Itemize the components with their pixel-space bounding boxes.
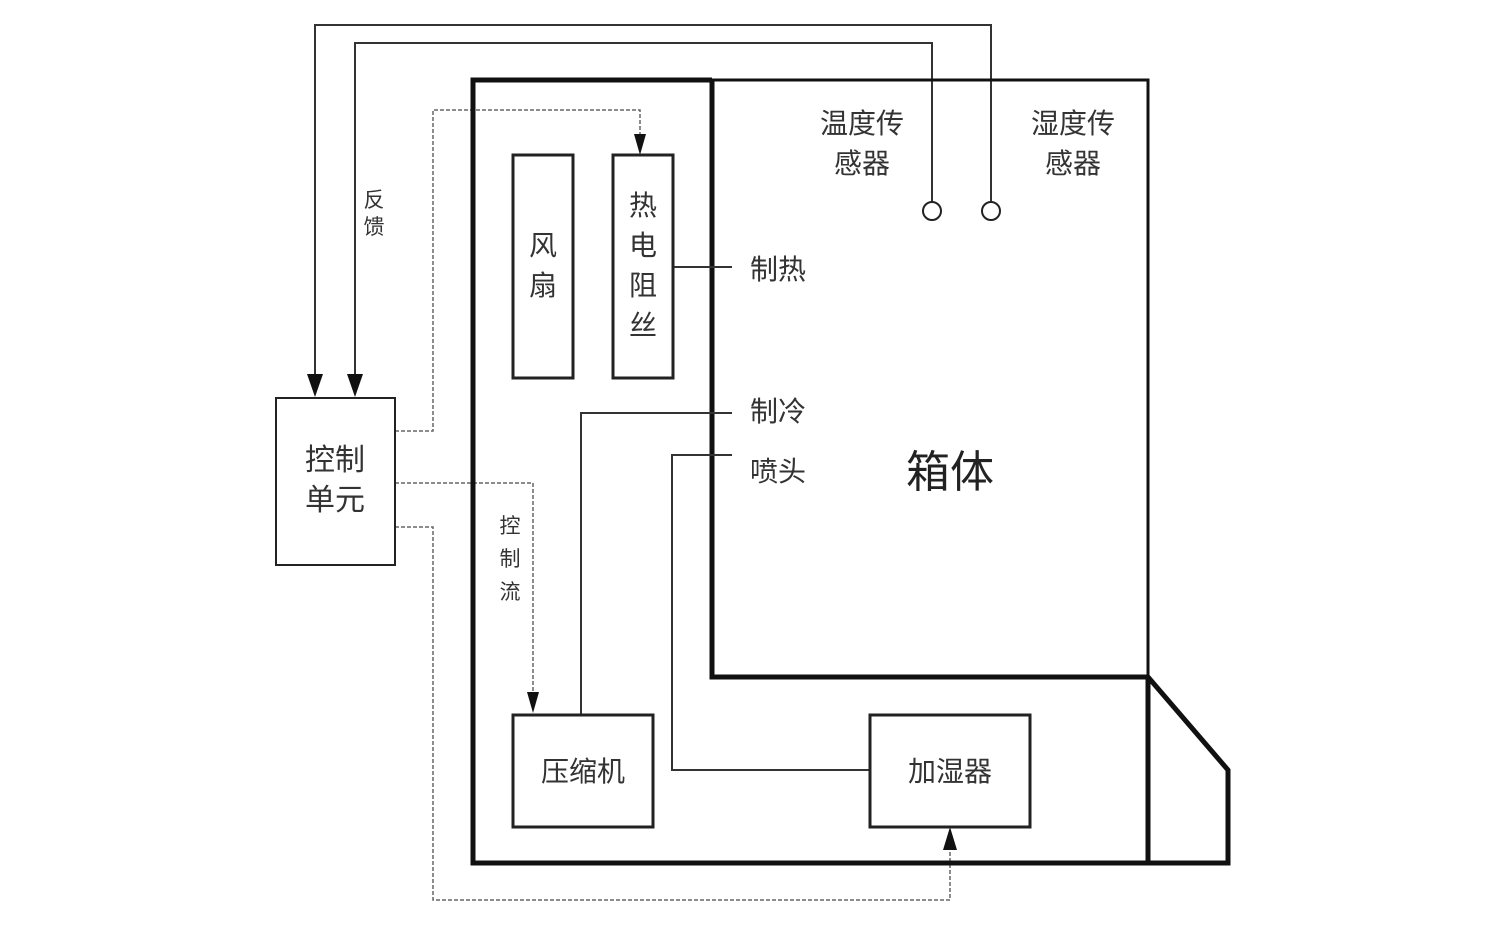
control-flow-label: 制 <box>500 547 521 571</box>
control-unit-label: 单元 <box>305 483 365 518</box>
control-flow-label: 控 <box>500 514 521 538</box>
chamber-label: 箱体 <box>906 447 994 498</box>
control-flow-lines <box>395 109 951 901</box>
humidity-sensor-icon <box>981 201 1001 221</box>
compressor-box <box>511 713 655 829</box>
feedback-lines <box>314 24 992 384</box>
control-flow-label: 流 <box>500 580 521 604</box>
temp-sensor-label: 感器 <box>834 147 890 180</box>
heating-label: 制热 <box>750 253 806 286</box>
nozzle-label: 喷头 <box>750 455 806 488</box>
arrow-head <box>943 827 957 850</box>
arrow-head <box>307 374 323 397</box>
control-unit-box <box>275 397 396 566</box>
cooling-label: 制冷 <box>750 395 806 428</box>
heater-label: 丝 <box>629 309 657 342</box>
heater-box <box>611 153 675 380</box>
compressor-label: 压缩机 <box>541 755 625 788</box>
control-unit-label: 控制 <box>305 443 365 478</box>
humidity-sensor-label: 湿度传 <box>1031 107 1115 140</box>
chamber-body <box>470 77 1231 866</box>
humidifier-label: 加湿器 <box>908 755 992 788</box>
component-wires <box>580 266 870 771</box>
feedback-label: 反 <box>364 188 385 212</box>
arrow-head <box>634 134 646 155</box>
fan-box <box>511 153 575 380</box>
humidity-sensor-label: 感器 <box>1045 147 1101 180</box>
fan-label: 扇 <box>529 269 557 302</box>
temp-sensor-label: 温度传 <box>820 107 904 140</box>
humidifier-box <box>868 713 1032 829</box>
heater-label: 电 <box>629 229 657 262</box>
feedback-label: 馈 <box>364 215 385 239</box>
arrow-head <box>347 374 363 397</box>
temperature-sensor-icon <box>922 201 942 221</box>
heater-label: 热 <box>629 189 657 222</box>
fan-label: 风 <box>529 229 557 262</box>
arrow-head <box>527 692 539 713</box>
heater-label: 阻 <box>629 269 657 302</box>
